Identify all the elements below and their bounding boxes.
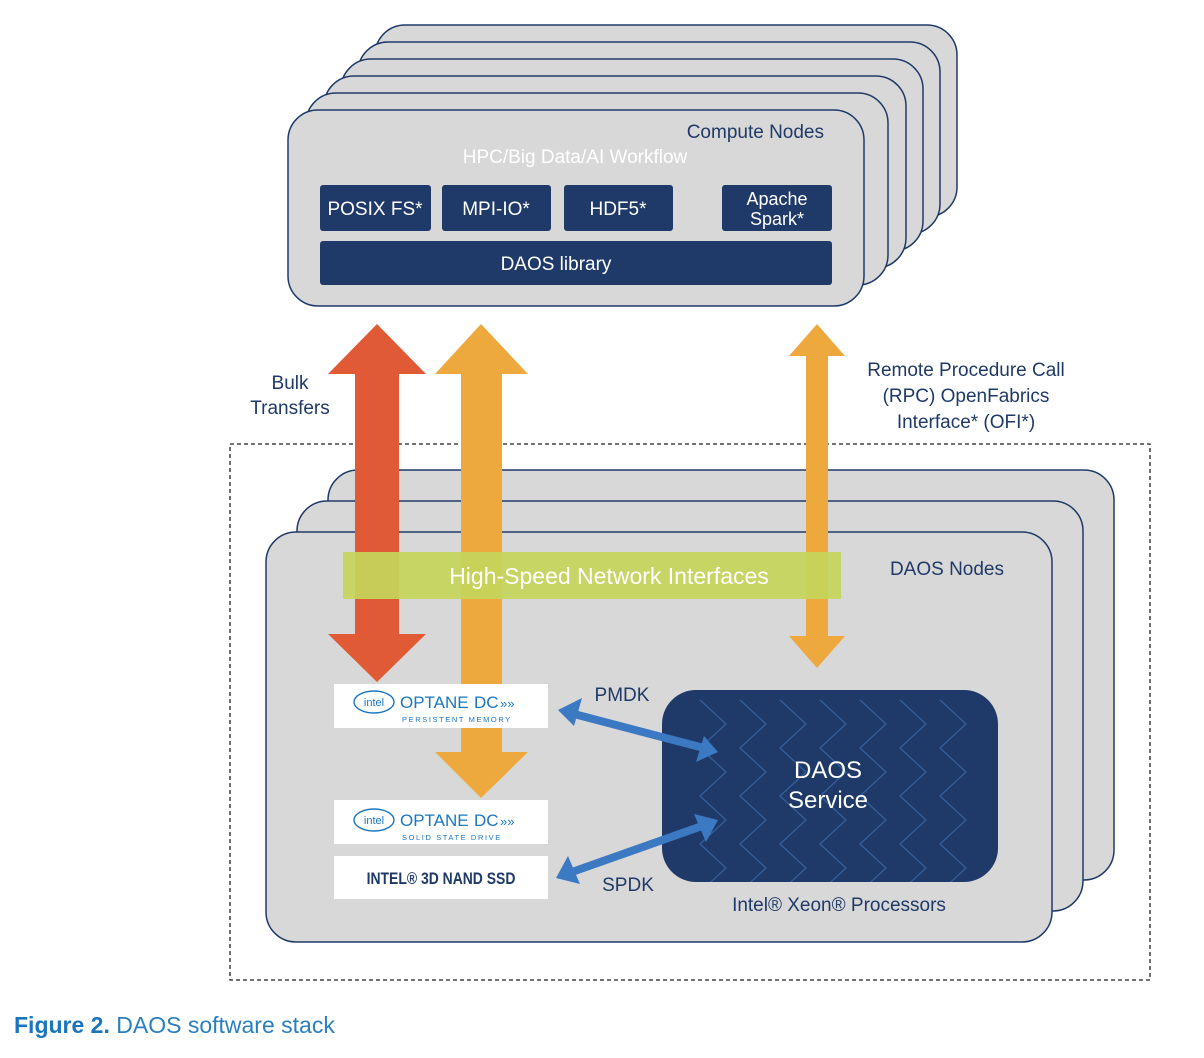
rpc-label-line1: Remote Procedure Call <box>867 360 1064 381</box>
daos-library-label: DAOS library <box>501 254 612 275</box>
chevrons-icon: »» <box>500 814 514 829</box>
optane-word: OPTANE <box>400 811 469 830</box>
api-hdf5-box: HDF5* <box>564 185 673 231</box>
api-spark-label-line2: Spark* <box>750 209 804 229</box>
rpc-label-line3: Interface* (OFI*) <box>897 412 1035 433</box>
bulk-transfers-label-line1: Bulk <box>272 373 309 394</box>
api-spark-box: Apache Spark* <box>722 185 832 231</box>
api-posix-label: POSIX FS* <box>327 199 423 220</box>
intel-3d-nand-ssd-logo: INTEL® 3D NAND SSD <box>334 856 548 899</box>
pmdk-arrow <box>558 698 718 762</box>
daos-service-label-line2: Service <box>788 787 868 814</box>
daos-library-bar: DAOS library <box>320 241 832 285</box>
bulk-transfers-label-line2: Transfers <box>250 398 330 419</box>
workflow-label: HPC/Big Data/AI Workflow <box>463 147 688 168</box>
xeon-processors-label: Intel® Xeon® Processors <box>732 895 946 916</box>
network-interfaces-band: High-Speed Network Interfaces <box>343 552 841 599</box>
api-spark-label-line1: Apache <box>746 189 807 209</box>
chevrons-icon: »» <box>500 696 514 711</box>
pmem-subtitle: PERSISTENT MEMORY <box>402 715 512 724</box>
intel-logo-text: intel <box>364 697 384 709</box>
intel-logo-ring <box>353 690 395 714</box>
pmdk-label: PMDK <box>595 685 650 706</box>
optane-pmem-logo: intel OPTANE DC »» PERSISTENT MEMORY <box>334 684 548 728</box>
spdk-label: SPDK <box>602 875 654 896</box>
dc-word: DC <box>474 693 499 712</box>
figure-title: DAOS software stack <box>116 1012 335 1038</box>
intel-logo-ring <box>353 808 395 832</box>
daos-nodes-label: DAOS Nodes <box>890 559 1004 580</box>
optane-word: OPTANE <box>400 693 469 712</box>
bulk-transfer-arrow <box>328 324 426 682</box>
api-mpiio-box: MPI-IO* <box>442 185 551 231</box>
dc-word: DC <box>474 811 499 830</box>
network-interfaces-label: High-Speed Network Interfaces <box>449 563 769 589</box>
rpc-arrow <box>789 324 845 668</box>
ssd-subtitle: SOLID STATE DRIVE <box>402 833 502 842</box>
chevron-pattern <box>699 699 967 882</box>
figure-caption: Figure 2. DAOS software stack <box>14 1012 335 1039</box>
daos-service-label-line1: DAOS <box>794 757 862 784</box>
optane-ssd-logo: intel OPTANE DC »» SOLID STATE DRIVE <box>334 800 548 844</box>
spdk-arrow <box>556 814 718 884</box>
api-hdf5-label: HDF5* <box>589 199 647 220</box>
nand-label: INTEL® 3D NAND SSD <box>367 870 516 889</box>
intel-logo-text: intel <box>364 815 384 827</box>
api-posix-box: POSIX FS* <box>320 185 431 231</box>
api-mpiio-label: MPI-IO* <box>462 199 530 220</box>
compute-nodes-label: Compute Nodes <box>687 122 824 143</box>
rpc-label-line2: (RPC) OpenFabrics <box>883 386 1050 407</box>
daos-service-box: DAOS Service <box>662 690 998 882</box>
figure-number: Figure 2. <box>14 1012 110 1038</box>
